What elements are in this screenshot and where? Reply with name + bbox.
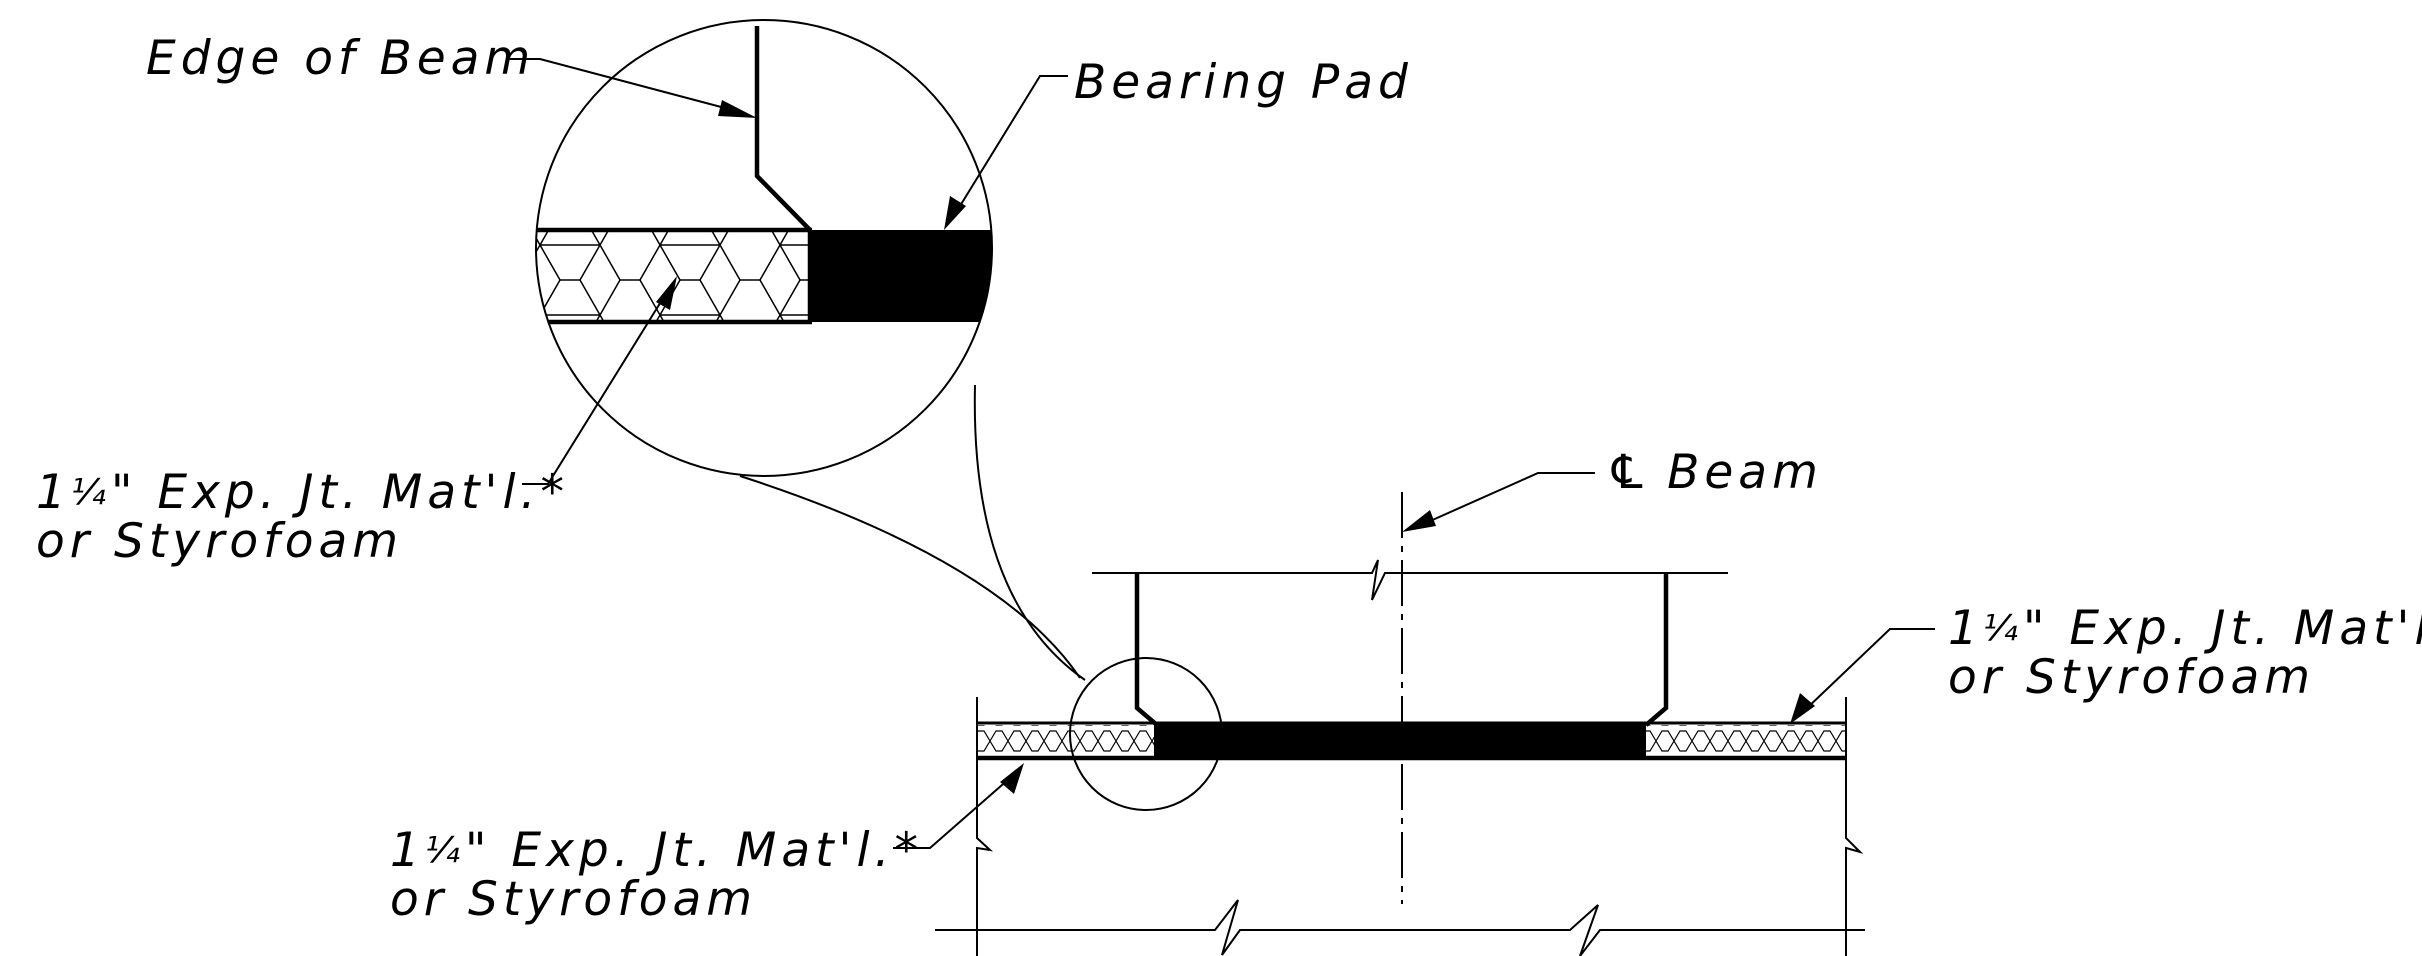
exp-joint-size-whole: 1: [1948, 601, 1983, 656]
exp-joint-size-rest: " Exp. Jt. Mat'l.*: [111, 465, 569, 520]
bearing-pad-arrow: [944, 196, 966, 230]
bearing-pad-main: [1154, 723, 1646, 758]
beam-edge-left: [1134, 573, 1159, 727]
detail-location-circle: [1069, 657, 1223, 811]
exp-joint-size-frac: ¼: [425, 830, 465, 871]
edge-of-beam-label: Edge of Beam: [146, 31, 535, 86]
exp-joint-right: [1646, 725, 1846, 757]
exp-joint-material-detail: [536, 230, 810, 322]
detail-circle: [535, 19, 993, 477]
detail-callout-line-right: [973, 384, 1086, 681]
beam-top-line: [1092, 559, 1728, 601]
centerline-symbol: ℄: [1606, 445, 1653, 500]
centerline-beam-label: ℄ Beam: [1606, 445, 1823, 500]
bearing-pad-detail: [810, 230, 992, 322]
exp-joint-size-rest: " Exp. Jt. Mat'l.*: [2023, 601, 2422, 656]
cap-side-right: [1845, 697, 1864, 956]
exp-joint-size-frac: ¼: [1983, 608, 2023, 649]
exp-joint-left-arrow: [1000, 763, 1024, 794]
exp-joint-label-bottom-line2: or Styrofoam: [390, 872, 757, 927]
main-section: [935, 492, 1865, 956]
exp-joint-label-detail-line2: or Styrofoam: [36, 514, 403, 569]
exp-joint-right-arrow: [1790, 693, 1815, 724]
exp-joint-label-right-line2: or Styrofoam: [1948, 650, 2315, 705]
detail-enlargement: [535, 19, 993, 477]
exp-joint-label-bottom: 1¼" Exp. Jt. Mat'l.*: [390, 823, 923, 878]
edge-of-beam-arrow: [718, 100, 757, 118]
edge-of-beam-line: [754, 26, 812, 232]
cap-bottom-line: [935, 899, 1865, 956]
exp-joint-label-right: 1¼" Exp. Jt. Mat'l.*: [1948, 601, 2422, 656]
exp-joint-size-frac: ¼: [71, 472, 111, 513]
detail-callout-line-left: [739, 475, 1081, 679]
exp-joint-left: [977, 725, 1154, 757]
centerline-text: Beam: [1667, 445, 1823, 500]
beam-edge-right: [1644, 573, 1669, 727]
cap-side-left: [976, 697, 994, 956]
exp-joint-label-detail: 1¼" Exp. Jt. Mat'l.*: [36, 465, 569, 520]
exp-joint-size-whole: 1: [390, 823, 425, 878]
exp-joint-detail-arrow: [656, 276, 677, 310]
centerline-arrow: [1402, 510, 1436, 532]
bearing-pad-label: Bearing Pad: [1074, 55, 1413, 110]
exp-joint-size-rest: " Exp. Jt. Mat'l.*: [465, 823, 923, 878]
exp-joint-size-whole: 1: [36, 465, 71, 520]
